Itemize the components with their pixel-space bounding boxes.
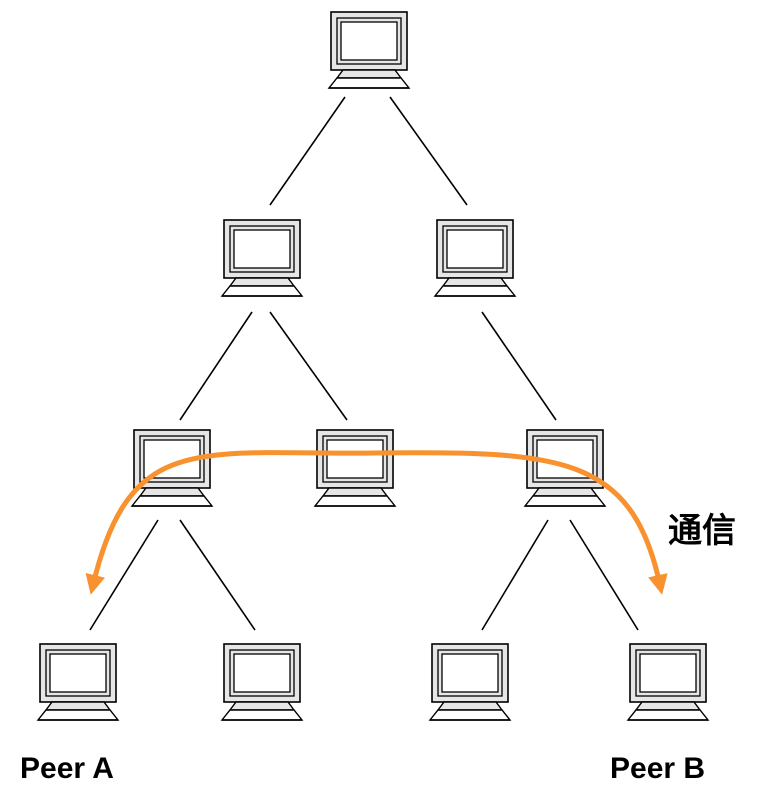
computer-icon-peer-b [627,643,709,721]
communication-label: 通信 [668,511,736,551]
link-root-l1-right [389,96,468,206]
link-l1left-l2a [179,311,253,421]
computer-icon [314,429,396,507]
link-l2a-l3b [179,519,256,631]
computer-icon [434,219,516,297]
link-l2a-l3a [89,519,159,631]
computer-icon-peer-a [37,643,119,721]
link-l2c-l3d [569,519,639,631]
computer-icon [221,643,303,721]
peer-b-label: Peer B [610,752,706,785]
link-l1left-l2b [269,311,348,421]
link-l2c-l3c [481,519,549,631]
peer-a-label: Peer A [20,752,114,785]
link-l1right-l2c [481,311,557,421]
computer-icon [429,643,511,721]
computer-icon [221,219,303,297]
link-root-l1-left [269,96,346,206]
communication-arrow [85,450,668,595]
network-links [89,96,639,631]
computer-icon [328,11,410,89]
computer-icon [131,429,213,507]
